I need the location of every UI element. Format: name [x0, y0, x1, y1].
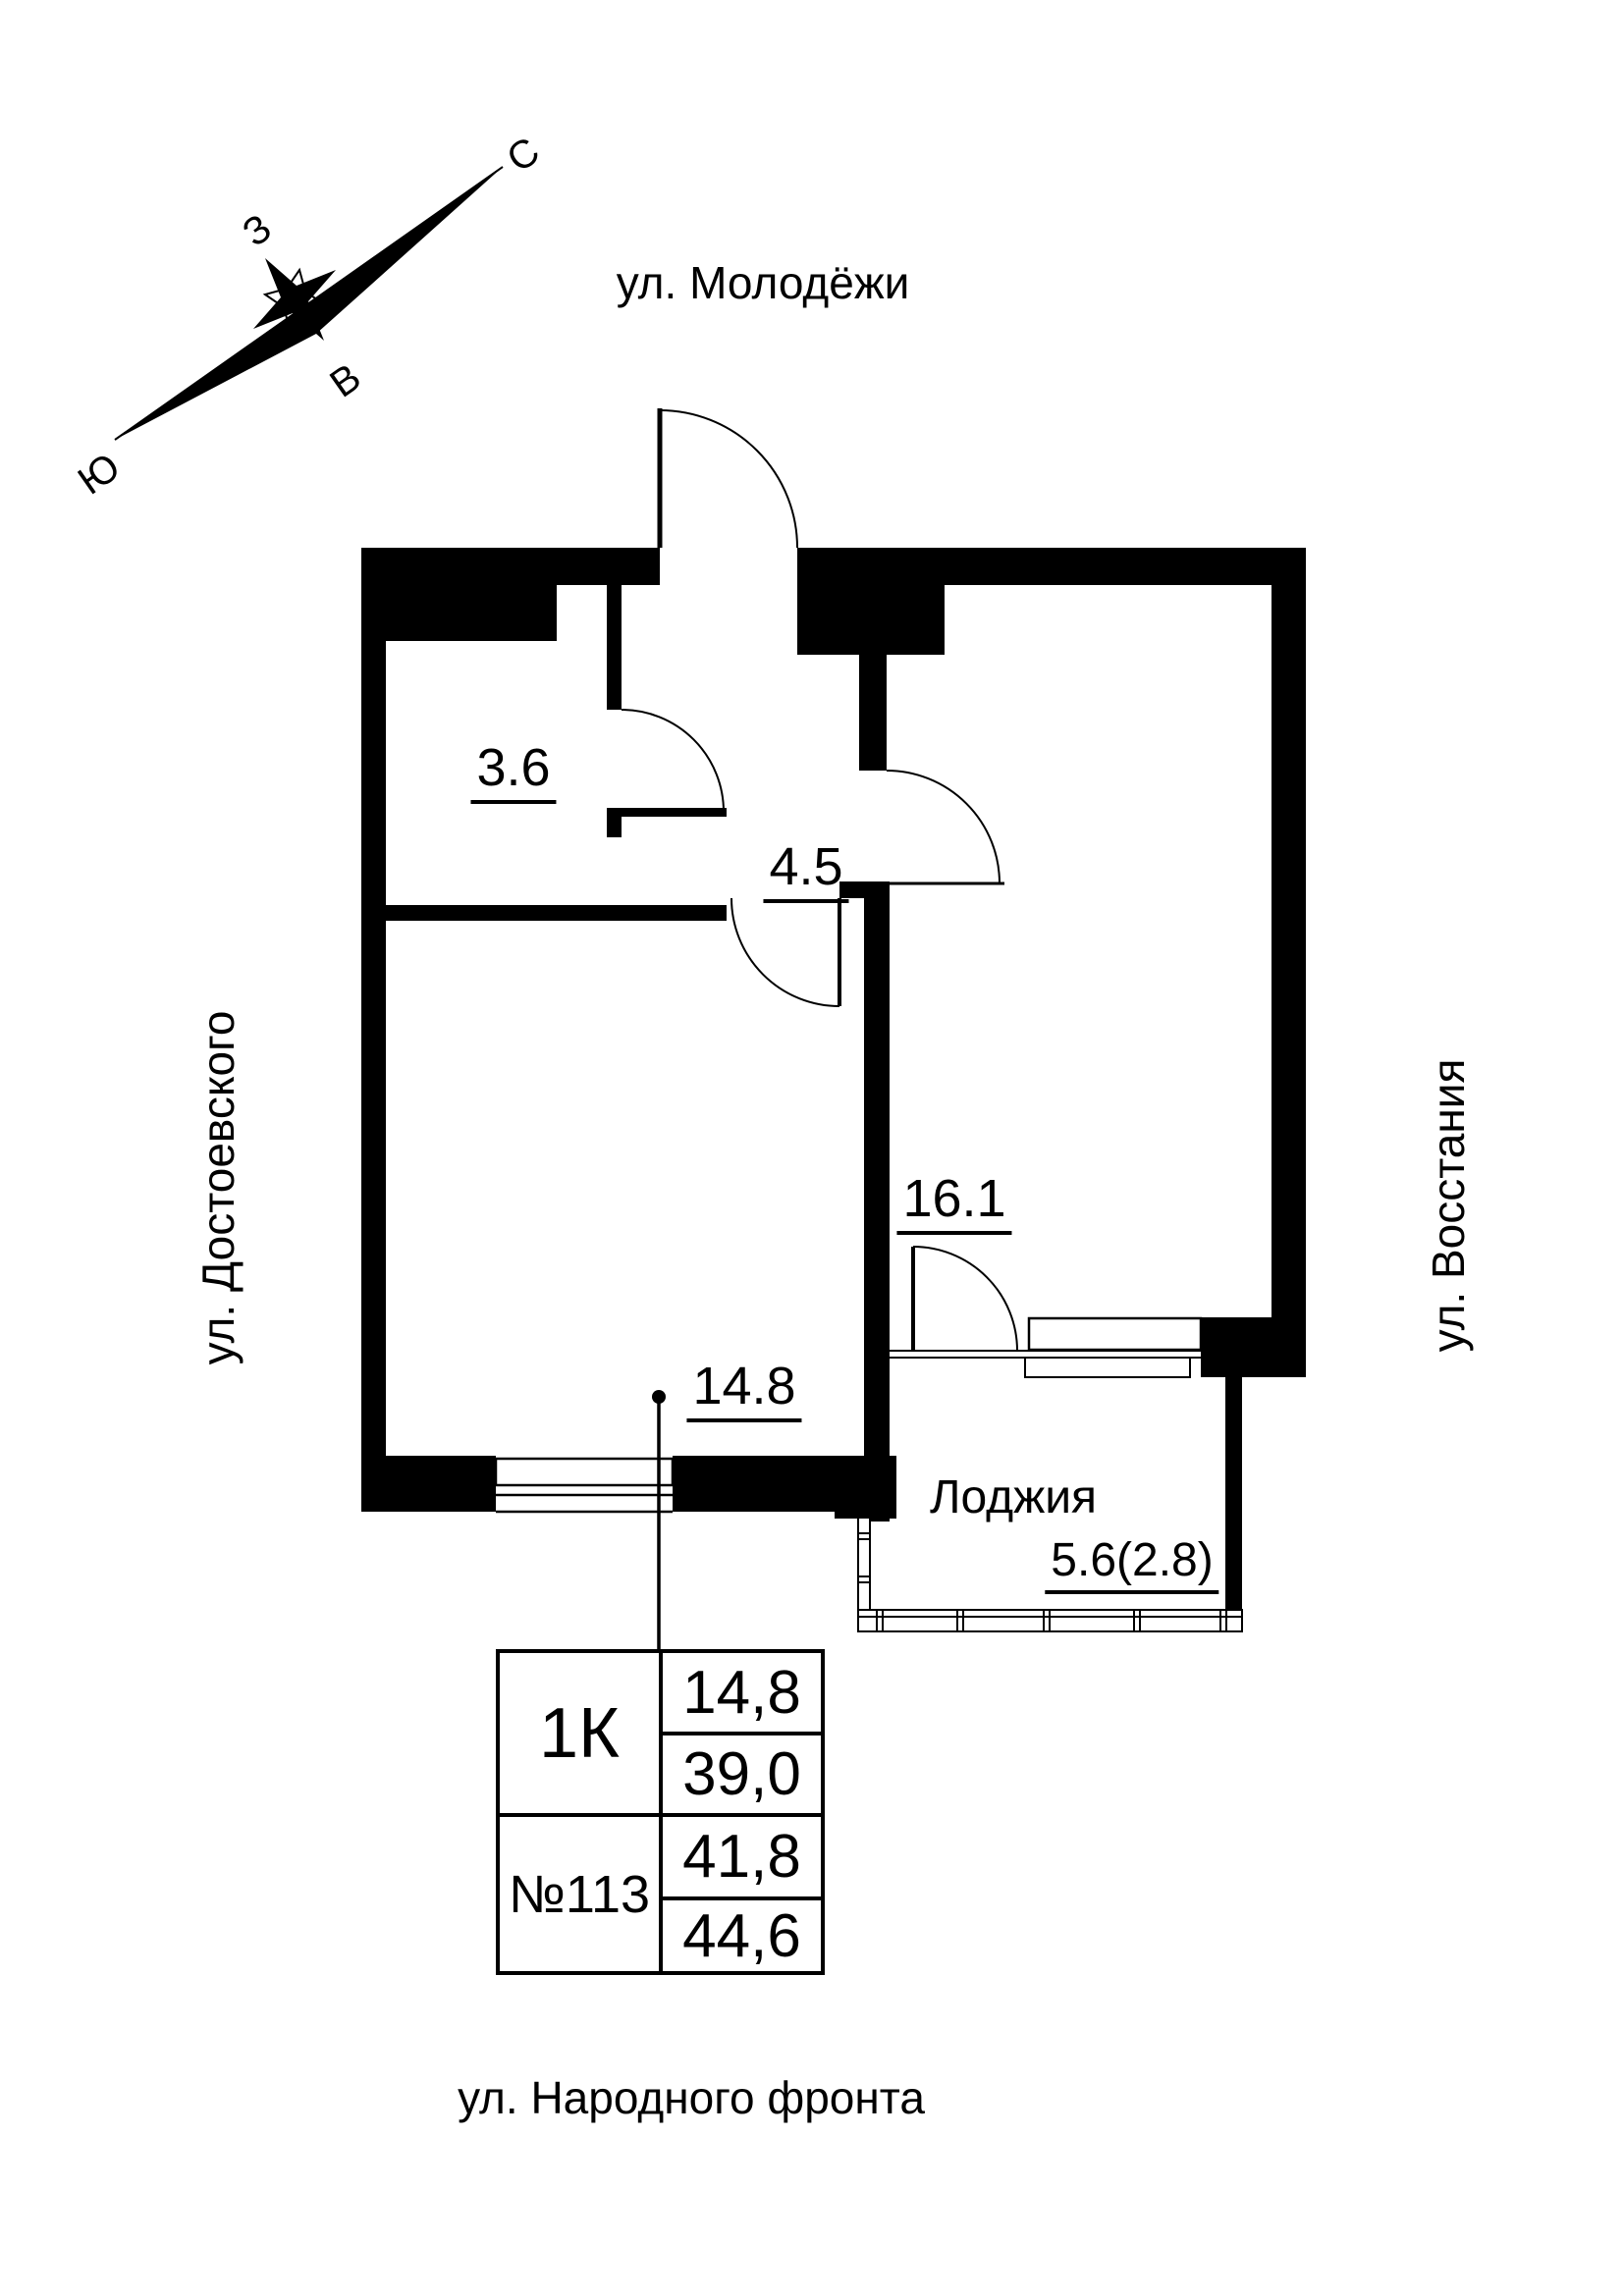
area-with-coefficient-value: 41,8	[659, 1813, 821, 1896]
main-room-area-label: 14.8	[686, 1360, 802, 1422]
bathroom-door-arc	[621, 709, 725, 813]
total-area-value: 44,6	[659, 1896, 821, 1971]
living-room-area-label: 16.1	[896, 1172, 1012, 1235]
living-room-door-arc	[886, 770, 1001, 884]
main-room-door-arc	[730, 897, 840, 1007]
bathroom-area-label: 3.6	[470, 741, 557, 804]
balcony-door	[911, 1246, 1018, 1352]
outer-walls	[361, 548, 1306, 1631]
interior-walls	[361, 585, 945, 1522]
street-label-left: ул. Достоевского	[192, 1010, 243, 1365]
bedroom-window	[486, 1457, 682, 1514]
street-label-top: ул. Молодёжи	[616, 257, 910, 308]
compass-rose	[114, 166, 504, 441]
apartment-type: 1К	[539, 1693, 620, 1773]
balcony-door-arc	[912, 1246, 1018, 1352]
entrance-door-arc	[659, 409, 798, 549]
area-without-loggia-value: 39,0	[659, 1732, 821, 1813]
loggia-name-label: Лоджия	[929, 1471, 1098, 1523]
entrance-door	[657, 408, 798, 549]
area-leader-line	[652, 1390, 666, 1651]
hall-area-label: 4.5	[763, 840, 849, 903]
living-room-window	[890, 1316, 1203, 1378]
street-label-bottom: ул. Народного фронта	[458, 2072, 925, 2123]
compass-big-star	[253, 258, 336, 341]
loggia-glazing	[857, 1517, 1243, 1632]
living-area-value: 14,8	[659, 1653, 821, 1732]
apartment-info-table: 1К 14,8 39,0 №113 41,8 44,6	[496, 1649, 825, 1975]
street-label-right: ул. Восстания	[1423, 1058, 1474, 1353]
apartment-number: №113	[500, 1813, 659, 1971]
main-room-door	[730, 897, 841, 1007]
loggia-area-label: 5.6(2.8)	[1045, 1537, 1219, 1594]
